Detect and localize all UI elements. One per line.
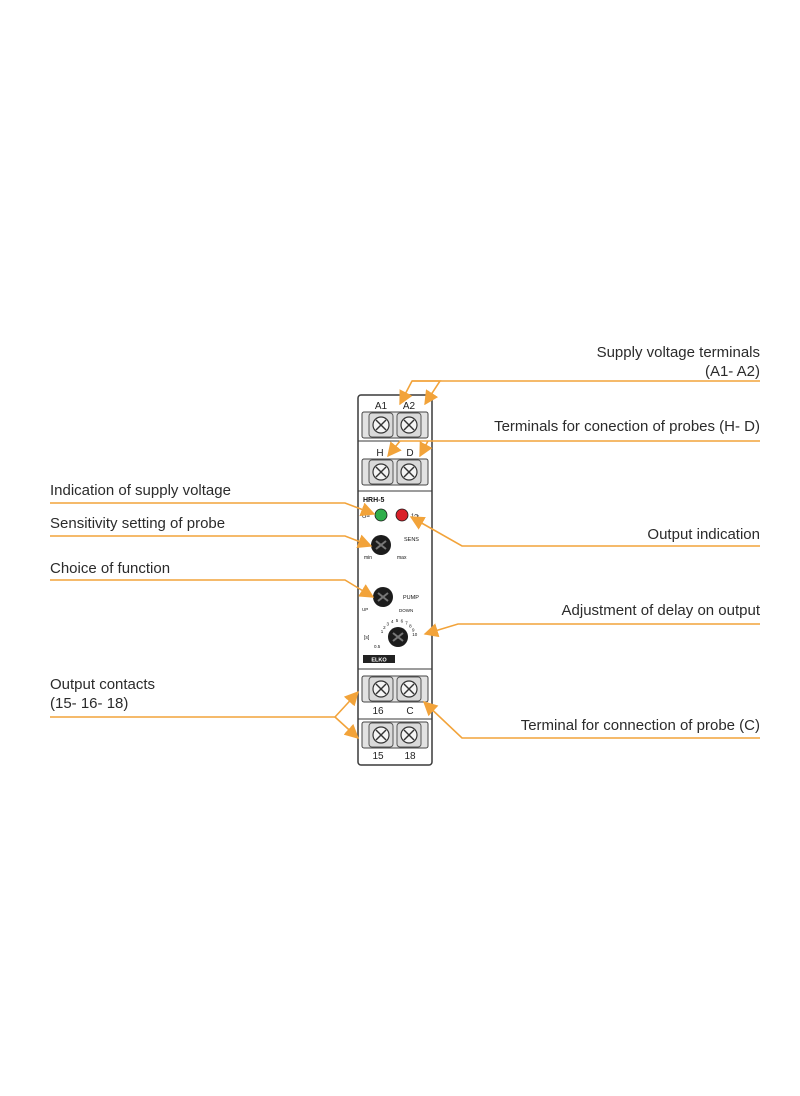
sensitivity-knob[interactable] [370,534,392,556]
delay-scale-tick: 1 [381,629,384,634]
func-up-label: UP [362,607,368,612]
label-probe-c-terminal: Terminal for connection of probe (C) [520,717,760,734]
label-supply-voltage-terminals: Supply voltage terminals [596,344,760,361]
delay-scale-tick: 10 [412,632,418,637]
delay-min-label: 0.5 [374,644,381,649]
label-choice-function: Choice of function [50,560,171,577]
model-label: HRH-5 [363,497,384,504]
delay-scale-tick: 5 [396,618,399,623]
delay-scale-tick: 8 [409,623,412,628]
label-sensitivity-setting: Sensitivity setting of probe [50,515,226,532]
label-delay-adjustment: Adjustment of delay on output [561,602,760,619]
supply-led [374,508,388,522]
led-supply-label: U= [362,514,370,520]
label-probe-terminals: Terminals for conection of probes (H- D) [494,418,760,435]
delay-scale-tick: 7 [405,620,408,625]
terminal-a1-screw[interactable] [368,412,394,438]
brand-badge [363,655,395,663]
output-led [395,508,409,522]
delay-scale-tick: 2 [383,625,386,630]
arrow-sensitivity [50,534,373,549]
leader-lines [50,380,760,739]
delay-scale-tick: 9 [412,627,415,632]
terminal-c-label: C [406,706,413,717]
delay-unit-label: [s] [364,635,370,641]
arrow-probe-c [422,701,760,739]
func-label: PUMP [403,595,419,601]
arrow-output-15 [334,716,360,739]
terminal-a1-label: A1 [375,401,388,412]
arrow-output-indication [409,516,760,547]
label-output-indication: Output indication [647,526,760,543]
arrow-function [50,579,375,598]
terminal-d-label: D [406,448,413,459]
terminal-18-screw[interactable] [396,722,422,748]
func-down-label: DOWN [399,608,413,613]
arrow-supply-a2 [412,380,442,406]
terminal-15-label: 15 [372,751,384,762]
terminal-a2-label: A2 [403,401,416,412]
terminal-h-label: H [376,448,383,459]
sens-min-label: min [364,555,372,561]
sens-label: SENS [404,537,419,543]
delay-scale-tick: 4 [391,619,394,624]
function-knob[interactable] [372,586,394,608]
relay-device: A1 A2 H D HRH-5 U= 1↷ SENS min max PUMP … [357,394,433,766]
delay-scale-tick: 3 [387,621,390,626]
terminal-c-screw[interactable] [396,676,422,702]
brand-label: ELKO [371,658,387,664]
delay-knob[interactable] [387,626,409,648]
terminal-a2-screw[interactable] [396,412,422,438]
label-supply-voltage-terminals-sub: (A1- A2) [704,363,760,380]
delay-scale-tick: 6 [401,619,404,624]
label-indication-supply: Indication of supply voltage [50,482,231,499]
arrow-indication-supply [50,502,376,517]
terminal-16-screw[interactable] [368,676,394,702]
terminal-16-label: 16 [372,706,384,717]
arrow-supply-a1 [399,380,760,406]
arrow-delay [423,623,760,638]
arrow-probe-h [387,440,760,458]
terminal-15-screw[interactable] [368,722,394,748]
terminal-18-label: 18 [404,751,416,762]
sens-max-label: max [397,555,407,561]
label-output-contacts-sub: (15- 16- 18) [50,695,129,712]
arrow-probe-d [419,440,433,458]
terminal-h-screw[interactable] [368,459,394,485]
label-output-contacts: Output contacts [50,676,156,693]
terminal-d-screw[interactable] [396,459,422,485]
